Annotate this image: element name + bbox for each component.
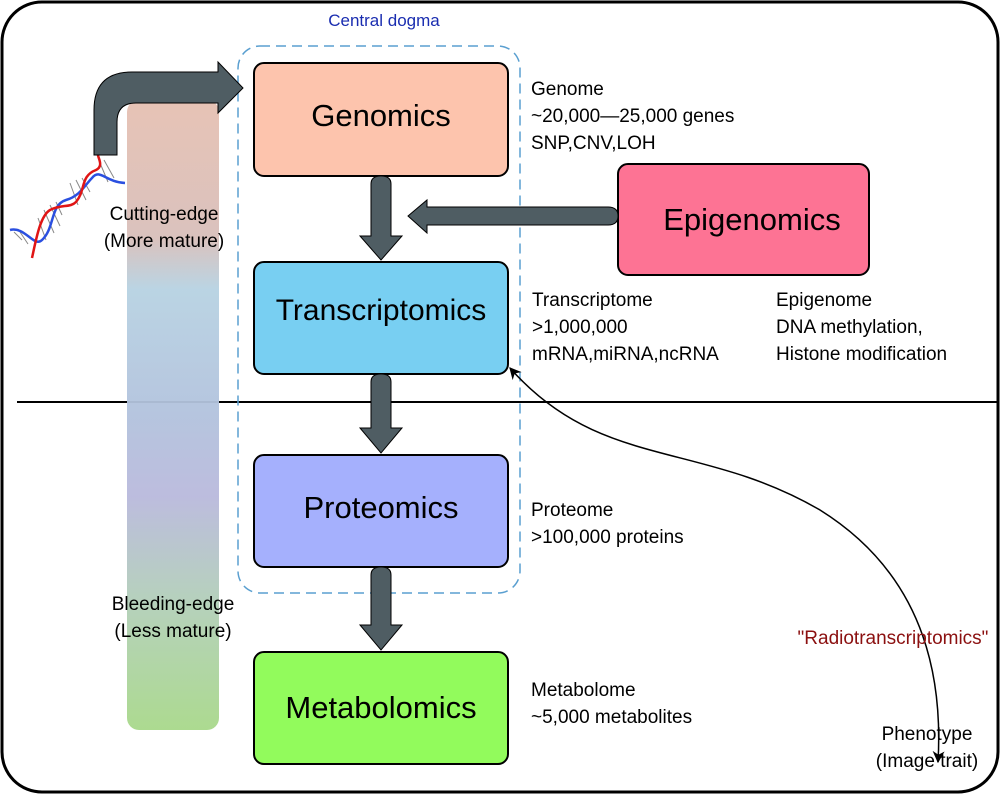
genome-note: Genome ~20,000—25,000 genes SNP,CNV,LOH — [531, 79, 734, 154]
dna-helix-icon — [9, 154, 126, 259]
radiotranscriptomics-label: "Radiotranscriptomics" — [798, 628, 989, 649]
metabolome-note: Metabolome ~5,000 metabolites — [531, 680, 692, 728]
svg-text:Genome: Genome — [531, 79, 604, 100]
radiotranscriptomics-curve — [509, 367, 945, 764]
svg-text:DNA methylation,: DNA methylation, — [776, 317, 923, 338]
svg-text:Histone modification: Histone modification — [776, 344, 947, 365]
svg-text:(More mature): (More mature) — [104, 231, 224, 252]
bleeding-edge-label: Bleeding-edge (Less mature) — [112, 594, 235, 642]
proteome-note: Proteome >100,000 proteins — [531, 500, 684, 548]
metabolomics-label: Metabolomics — [285, 690, 476, 725]
svg-text:Bleeding-edge: Bleeding-edge — [112, 594, 235, 615]
svg-text:Metabolome: Metabolome — [531, 680, 636, 701]
svg-text:(Image trait): (Image trait) — [876, 751, 978, 772]
epigenomics-to-central-arrow — [407, 198, 619, 235]
proteomics-label: Proteomics — [303, 490, 458, 525]
maturity-gradient-bar — [127, 100, 219, 730]
svg-text:Epigenome: Epigenome — [776, 290, 872, 311]
epigenome-note: Epigenome DNA methylation, Histone modif… — [776, 290, 947, 365]
svg-text:~20,000—25,000 genes: ~20,000—25,000 genes — [531, 106, 734, 127]
transcriptomics-to-proteomics-arrow — [358, 373, 404, 454]
svg-text:Cutting-edge: Cutting-edge — [110, 204, 219, 225]
central-dogma-title: Central dogma — [328, 11, 440, 30]
svg-text:SNP,CNV,LOH: SNP,CNV,LOH — [531, 133, 656, 154]
cutting-edge-label: Cutting-edge (More mature) — [104, 204, 224, 252]
metabolomics-box[interactable] — [253, 651, 509, 765]
dna-to-genomics-arrow — [93, 60, 244, 156]
svg-text:(Less mature): (Less mature) — [114, 621, 231, 642]
svg-text:>1,000,000: >1,000,000 — [532, 317, 628, 338]
svg-text:Phenotype: Phenotype — [882, 724, 973, 745]
phenotype-label: Phenotype (Image trait) — [876, 724, 978, 772]
genomics-label: Genomics — [311, 98, 451, 133]
svg-text:Transcriptome: Transcriptome — [532, 290, 653, 311]
epigenomics-label: Epigenomics — [663, 202, 840, 237]
svg-text:Proteome: Proteome — [531, 500, 613, 521]
proteomics-to-metabolomics-arrow — [358, 566, 404, 651]
genomics-to-transcriptomics-arrow — [358, 175, 404, 261]
transcriptomics-label: Transcriptomics — [276, 294, 487, 327]
svg-text:~5,000 metabolites: ~5,000 metabolites — [531, 707, 692, 728]
svg-text:mRNA,miRNA,ncRNA: mRNA,miRNA,ncRNA — [532, 344, 719, 365]
transcriptome-note: Transcriptome >1,000,000 mRNA,miRNA,ncRN… — [532, 290, 719, 365]
svg-text:>100,000 proteins: >100,000 proteins — [531, 527, 684, 548]
